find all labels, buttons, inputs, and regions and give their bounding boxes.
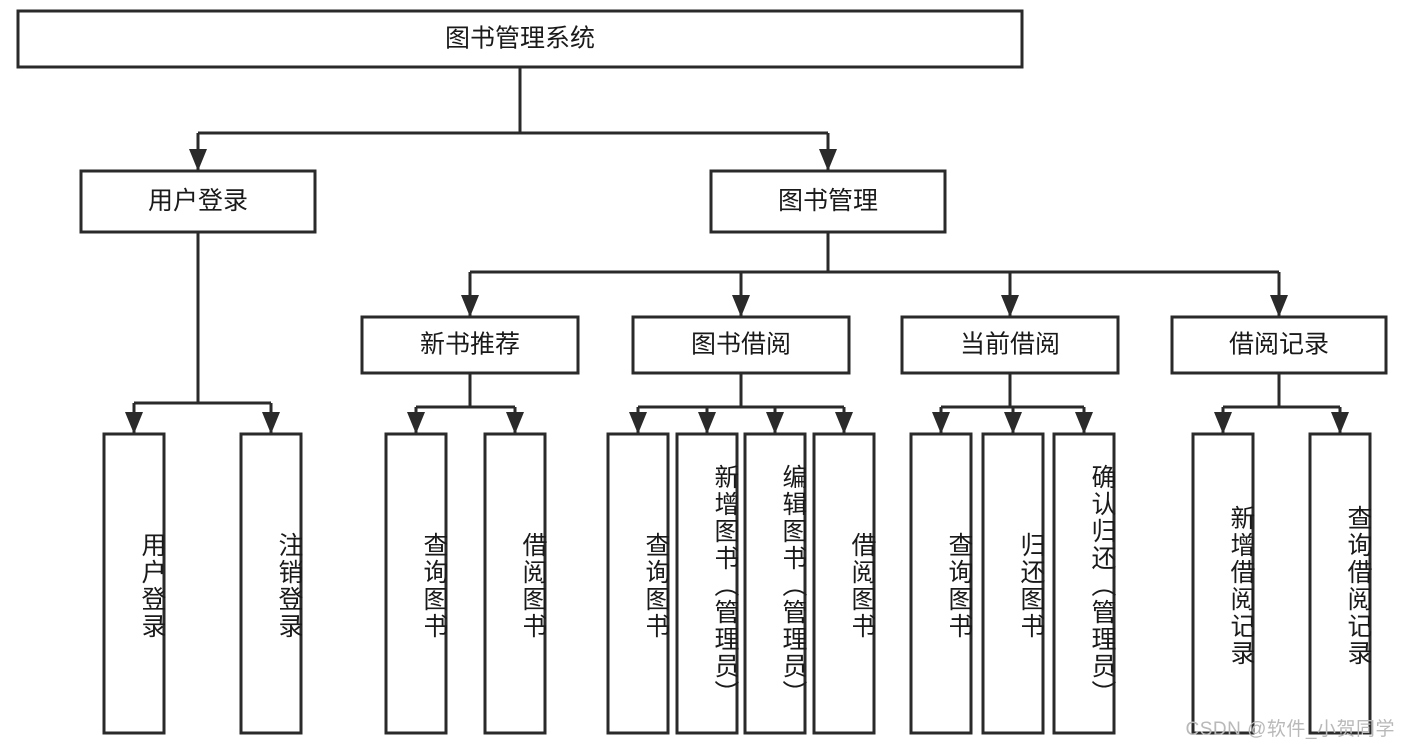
node-label-book-management: 图书管理 bbox=[778, 187, 878, 215]
arrow-head-icon bbox=[1001, 295, 1019, 317]
node-label-user-login: 用户登录 bbox=[148, 187, 248, 215]
arrow-head-icon bbox=[766, 412, 784, 434]
node-box-leaf-add-borrow-record[interactable] bbox=[1191, 432, 1255, 735]
arrow-head-icon bbox=[461, 295, 479, 317]
node-box-leaf-edit-book-admin[interactable] bbox=[743, 432, 807, 735]
node-box-new-book-recommend[interactable] bbox=[360, 315, 580, 375]
arrow-head-icon bbox=[1214, 412, 1232, 434]
edge-layer bbox=[125, 67, 1349, 434]
arrow-head-icon bbox=[506, 412, 524, 434]
arrow-head-icon bbox=[189, 149, 207, 171]
arrow-head-icon bbox=[407, 412, 425, 434]
node-label-new-book-recommend: 新书推荐 bbox=[420, 331, 520, 359]
arrow-head-icon bbox=[932, 412, 950, 434]
node-box-leaf-query-book-current[interactable] bbox=[909, 432, 973, 735]
node-box-book-management[interactable] bbox=[709, 169, 947, 234]
node-label-book-borrow: 图书借阅 bbox=[691, 331, 791, 359]
node-layer bbox=[16, 9, 1388, 735]
arrow-head-icon bbox=[1270, 295, 1288, 317]
arrow-head-icon bbox=[1004, 412, 1022, 434]
node-box-leaf-query-book-rec[interactable] bbox=[384, 432, 448, 735]
node-box-current-borrow[interactable] bbox=[900, 315, 1120, 375]
node-box-leaf-return-book[interactable] bbox=[981, 432, 1045, 735]
arrow-head-icon bbox=[1331, 412, 1349, 434]
arrow-head-icon bbox=[125, 412, 143, 434]
node-box-root[interactable] bbox=[16, 9, 1024, 69]
node-box-leaf-logout[interactable] bbox=[239, 432, 303, 735]
arrow-head-icon bbox=[698, 412, 716, 434]
arrow-head-icon bbox=[819, 149, 837, 171]
arrow-head-icon bbox=[262, 412, 280, 434]
node-box-leaf-borrow-book[interactable] bbox=[812, 432, 876, 735]
node-label-current-borrow: 当前借阅 bbox=[960, 331, 1060, 359]
node-box-book-borrow[interactable] bbox=[631, 315, 851, 375]
node-box-leaf-query-book-borrow[interactable] bbox=[606, 432, 670, 735]
node-box-leaf-add-book-admin[interactable] bbox=[675, 432, 739, 735]
arrow-head-icon bbox=[835, 412, 853, 434]
arrow-head-icon bbox=[732, 295, 750, 317]
node-box-leaf-query-borrow-record[interactable] bbox=[1308, 432, 1372, 735]
arrow-head-icon bbox=[629, 412, 647, 434]
node-box-borrow-record[interactable] bbox=[1170, 315, 1388, 375]
node-box-leaf-borrow-book-rec[interactable] bbox=[483, 432, 547, 735]
node-label-borrow-record: 借阅记录 bbox=[1229, 331, 1329, 359]
node-box-leaf-confirm-return-admin[interactable] bbox=[1052, 432, 1116, 735]
watermark-text: CSDN @软件_小贺同学 bbox=[1185, 719, 1395, 740]
node-label-root: 图书管理系统 bbox=[445, 25, 595, 53]
node-box-user-login[interactable] bbox=[79, 169, 317, 234]
node-box-leaf-user-login[interactable] bbox=[102, 432, 166, 735]
arrow-head-icon bbox=[1075, 412, 1093, 434]
